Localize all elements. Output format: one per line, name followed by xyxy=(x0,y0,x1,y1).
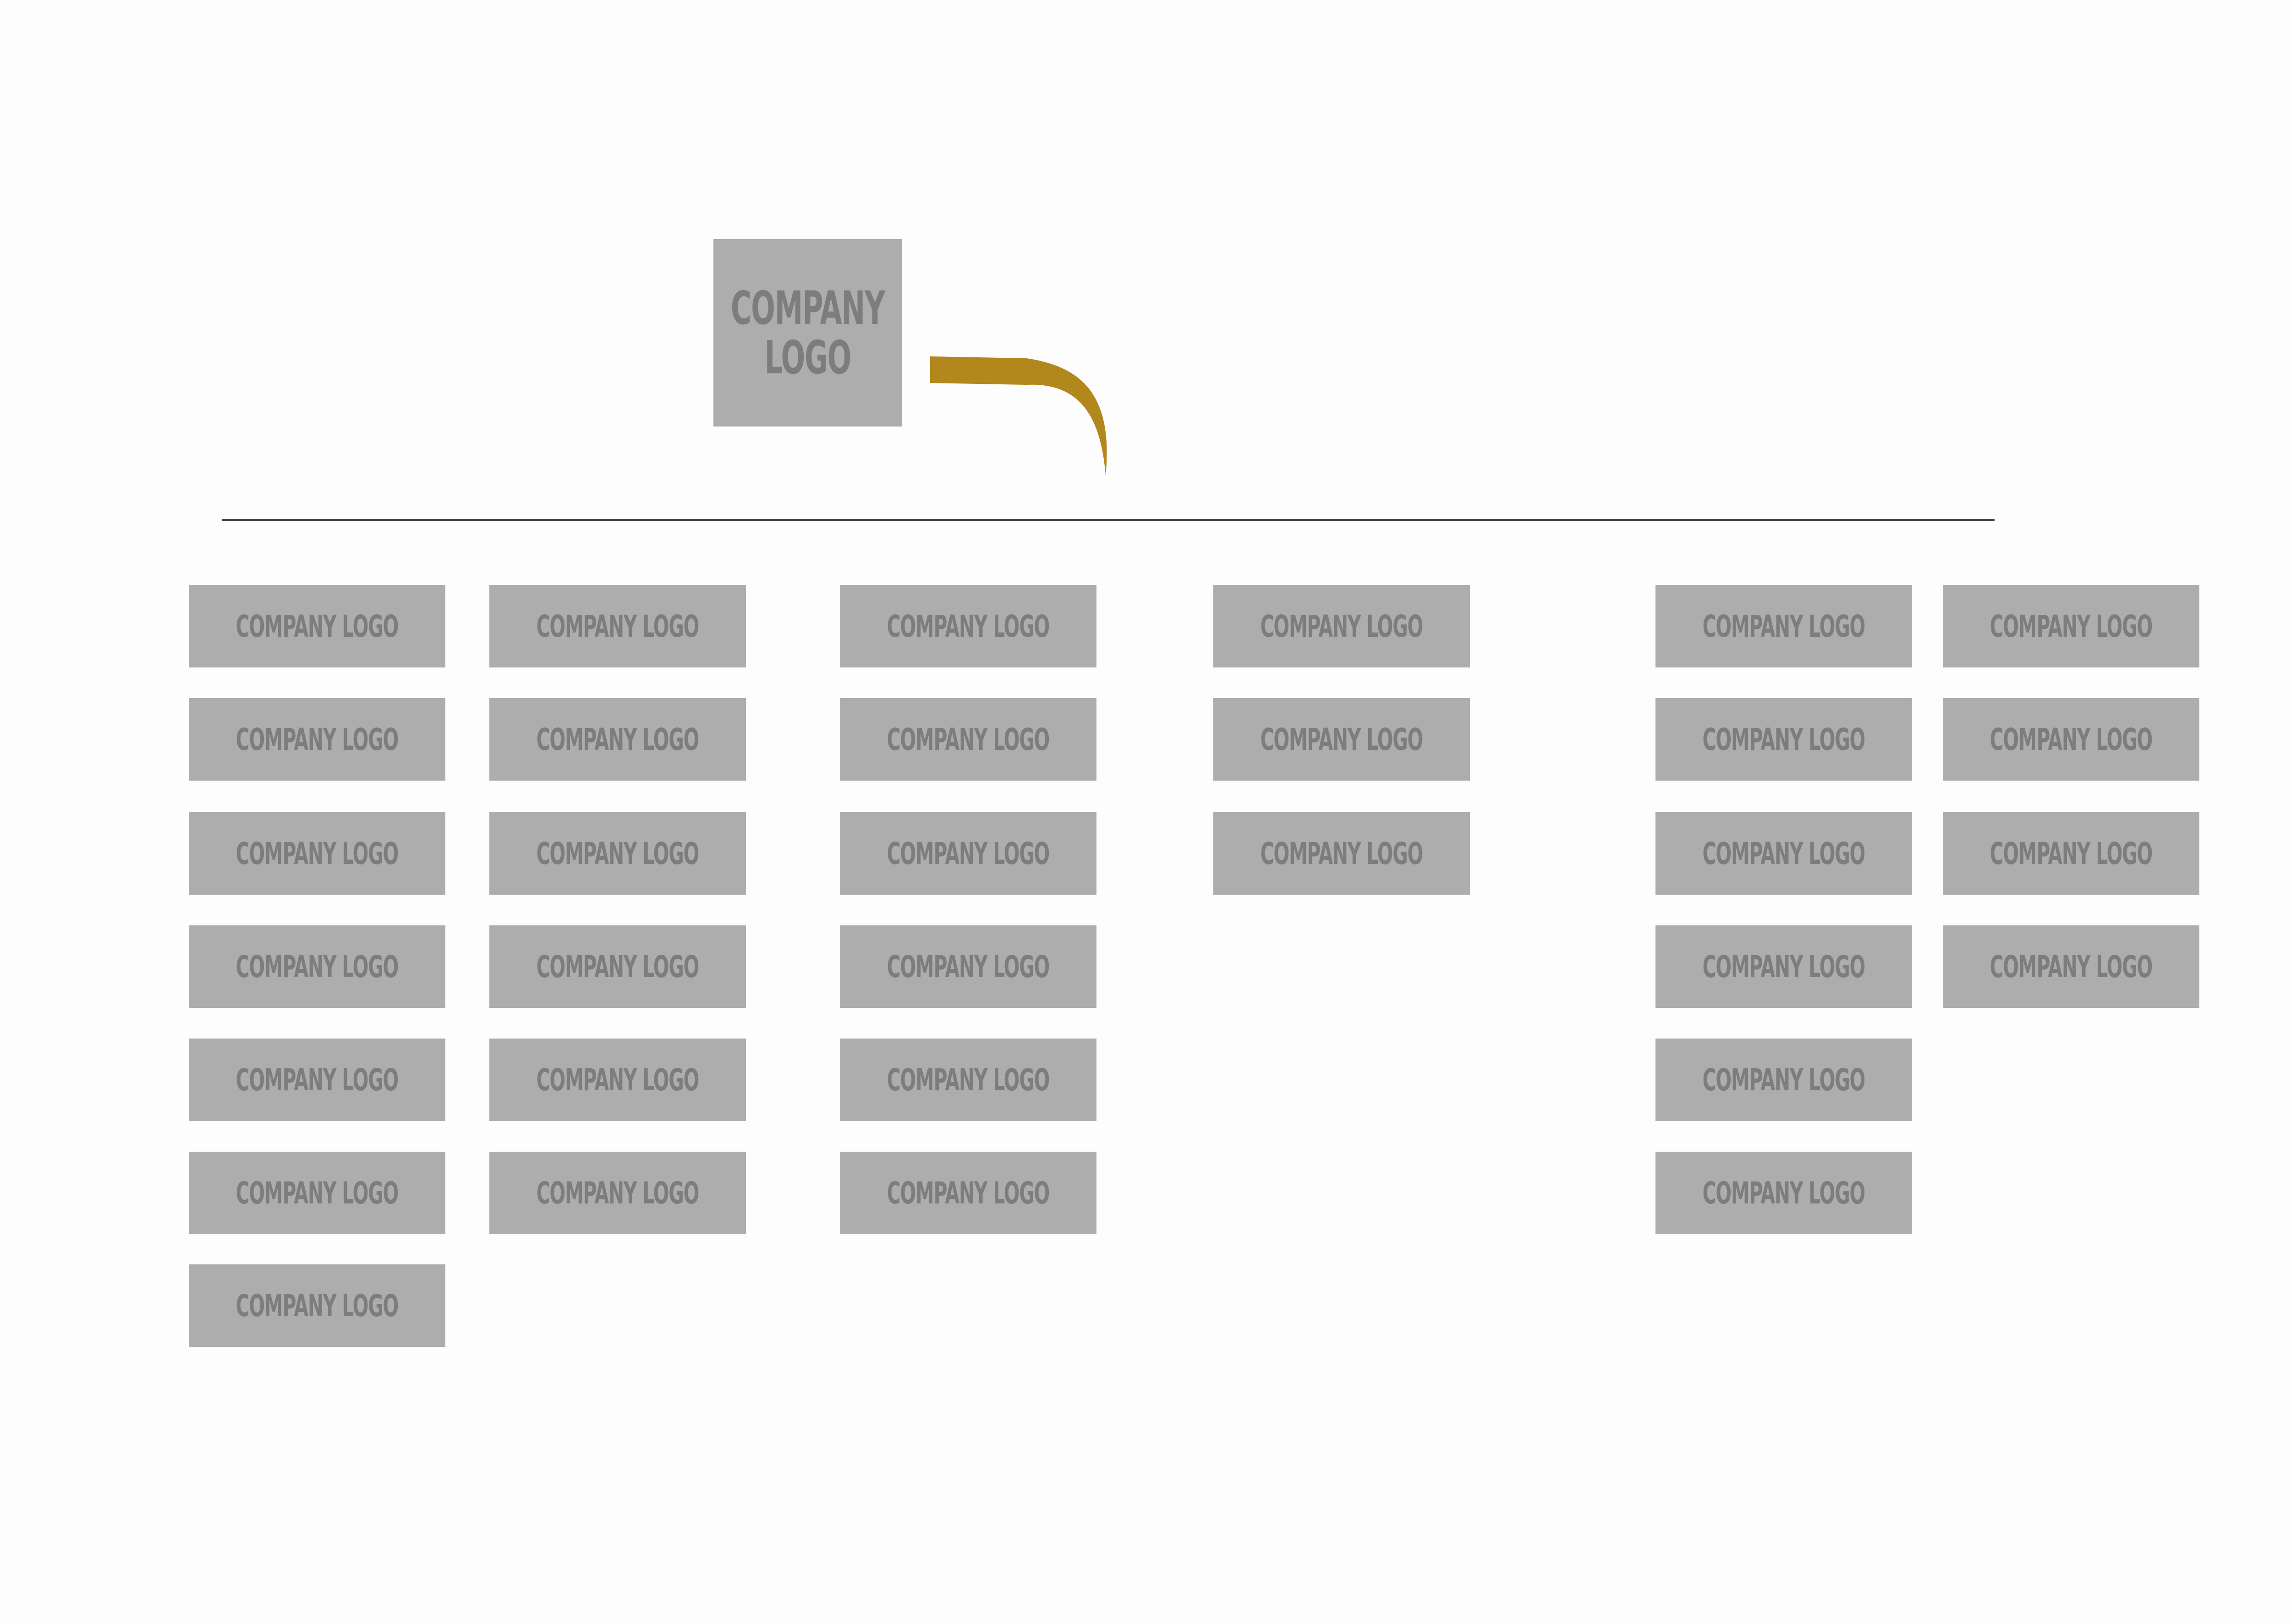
company-logo-label: COMPANY LOGO xyxy=(536,836,700,871)
top-company-logo-label: COMPANY LOGO xyxy=(731,281,885,384)
company-logo-label: COMPANY LOGO xyxy=(536,1062,700,1098)
company-logo-box: COMPANY LOGO xyxy=(1943,698,2199,781)
company-logo-box: COMPANY LOGO xyxy=(189,925,445,1008)
company-logo-label: COMPANY LOGO xyxy=(1260,608,1424,644)
top-company-logo: COMPANY LOGO xyxy=(713,239,902,427)
company-logo-box: COMPANY LOGO xyxy=(1943,812,2199,895)
company-logo-box: COMPANY LOGO xyxy=(1655,925,1912,1008)
company-logo-box: COMPANY LOGO xyxy=(1943,925,2199,1008)
company-logo-label: COMPANY LOGO xyxy=(1702,722,1866,757)
company-logo-box: COMPANY LOGO xyxy=(1655,585,1912,667)
company-logo-box: COMPANY LOGO xyxy=(1213,812,1470,895)
company-logo-box: COMPANY LOGO xyxy=(840,585,1096,667)
company-logo-label: COMPANY LOGO xyxy=(236,608,399,644)
company-logo-label: COMPANY LOGO xyxy=(536,1175,700,1211)
company-logo-box: COMPANY LOGO xyxy=(189,698,445,781)
company-logo-box: COMPANY LOGO xyxy=(489,585,746,667)
company-logo-label: COMPANY LOGO xyxy=(1260,722,1424,757)
company-logo-label: COMPANY LOGO xyxy=(887,836,1050,871)
company-logo-box: COMPANY LOGO xyxy=(489,698,746,781)
company-logo-label: COMPANY LOGO xyxy=(1990,722,2153,757)
company-logo-box: COMPANY LOGO xyxy=(1655,1152,1912,1234)
company-logo-box: COMPANY LOGO xyxy=(489,812,746,895)
company-logo-label: COMPANY LOGO xyxy=(1990,608,2153,644)
company-logo-label: COMPANY LOGO xyxy=(887,1062,1050,1098)
company-logo-box: COMPANY LOGO xyxy=(189,1039,445,1121)
company-logo-label: COMPANY LOGO xyxy=(887,722,1050,757)
company-logo-label: COMPANY LOGO xyxy=(1702,608,1866,644)
company-logo-label: COMPANY LOGO xyxy=(1702,949,1866,984)
company-logo-label: COMPANY LOGO xyxy=(1702,1175,1866,1211)
company-logo-box: COMPANY LOGO xyxy=(489,1152,746,1234)
company-logo-label: COMPANY LOGO xyxy=(1990,836,2153,871)
company-logo-label: COMPANY LOGO xyxy=(1990,949,2153,984)
company-logo-box: COMPANY LOGO xyxy=(1943,585,2199,667)
company-logo-label: COMPANY LOGO xyxy=(536,722,700,757)
company-logo-box: COMPANY LOGO xyxy=(489,1039,746,1121)
company-logo-box: COMPANY LOGO xyxy=(189,1152,445,1234)
connector-curve xyxy=(930,356,1107,476)
company-logo-box: COMPANY LOGO xyxy=(1213,698,1470,781)
company-logo-box: COMPANY LOGO xyxy=(189,812,445,895)
company-logo-box: COMPANY LOGO xyxy=(1655,812,1912,895)
company-logo-label: COMPANY LOGO xyxy=(236,949,399,984)
company-logo-box: COMPANY LOGO xyxy=(840,812,1096,895)
company-logo-label: COMPANY LOGO xyxy=(236,722,399,757)
company-logo-label: COMPANY LOGO xyxy=(887,949,1050,984)
company-logo-label: COMPANY LOGO xyxy=(236,836,399,871)
company-logo-label: COMPANY LOGO xyxy=(1260,836,1424,871)
company-logo-box: COMPANY LOGO xyxy=(1213,585,1470,667)
company-logo-box: COMPANY LOGO xyxy=(189,585,445,667)
company-logo-label: COMPANY LOGO xyxy=(1702,1062,1866,1098)
divider-line xyxy=(222,519,1995,521)
company-logo-label: COMPANY LOGO xyxy=(236,1062,399,1098)
company-logo-box: COMPANY LOGO xyxy=(489,925,746,1008)
company-logo-box: COMPANY LOGO xyxy=(1655,698,1912,781)
company-logo-label: COMPANY LOGO xyxy=(887,608,1050,644)
company-logo-box: COMPANY LOGO xyxy=(840,925,1096,1008)
company-logo-label: COMPANY LOGO xyxy=(1702,836,1866,871)
company-logo-label: COMPANY LOGO xyxy=(236,1175,399,1211)
company-logo-box: COMPANY LOGO xyxy=(189,1264,445,1347)
company-logo-box: COMPANY LOGO xyxy=(840,1152,1096,1234)
company-logo-box: COMPANY LOGO xyxy=(1655,1039,1912,1121)
connector-curve-shape xyxy=(930,356,1107,476)
company-logo-label: COMPANY LOGO xyxy=(536,608,700,644)
company-logo-label: COMPANY LOGO xyxy=(236,1288,399,1323)
company-logo-label: COMPANY LOGO xyxy=(536,949,700,984)
company-logo-label: COMPANY LOGO xyxy=(887,1175,1050,1211)
company-logo-box: COMPANY LOGO xyxy=(840,1039,1096,1121)
company-logo-box: COMPANY LOGO xyxy=(840,698,1096,781)
